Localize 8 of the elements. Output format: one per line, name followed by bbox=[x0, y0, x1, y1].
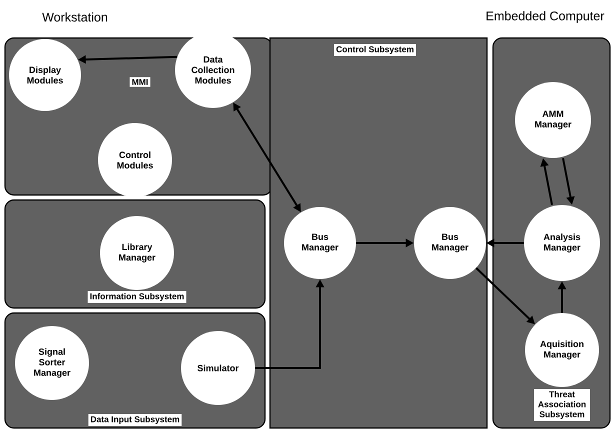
node-label: Data Collection Modules bbox=[192, 56, 234, 84]
subsystem-label: Control Subsystem bbox=[334, 44, 416, 56]
subsystem-label: Information Subsystem bbox=[88, 291, 186, 303]
subsystem-label: Threat Association Subsystem bbox=[534, 389, 590, 421]
heading: Embedded Computer bbox=[486, 11, 604, 23]
heading: Workstation bbox=[42, 12, 108, 22]
subsystem-label: MMI bbox=[130, 77, 150, 87]
subsystem-label: Data Input Subsystem bbox=[88, 414, 182, 426]
